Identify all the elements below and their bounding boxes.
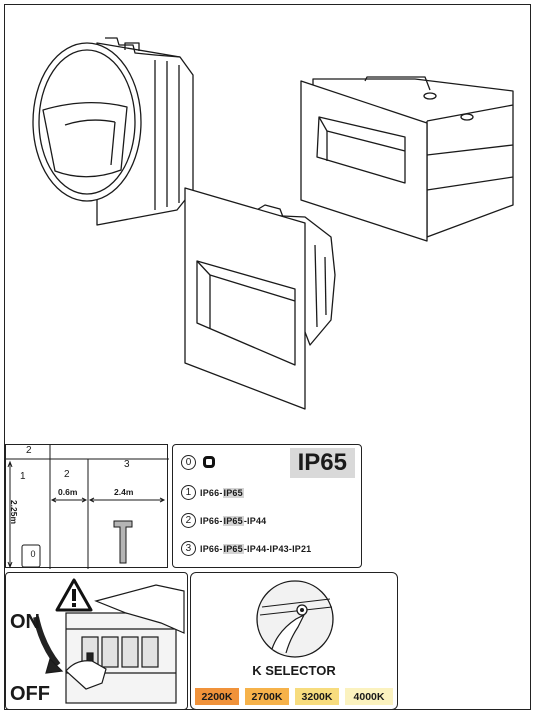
zone-2-top-label: 2 (26, 445, 32, 456)
bathroom-zones-diagram: 2 1 2 3 0 2.25m 0.6m 2.4m (5, 444, 169, 569)
temp-4000k-swatch: 4000K (345, 688, 393, 705)
square-wall-light-drawing (184, 187, 336, 410)
ip-rating-label: IP65 (289, 448, 355, 478)
width-near-measure: 0.6m (58, 487, 78, 497)
rectangular-wall-light-drawing (300, 76, 514, 242)
square-symbol-icon (203, 456, 215, 468)
round-wall-light-drawing (32, 37, 194, 226)
ip-rating-panel: 0 IP65 1 IP66-IP65 2 IP66-IP65-IP44 3 IP… (172, 444, 362, 568)
ip-row-1-number: 1 (181, 485, 196, 500)
zones-drawing (6, 445, 169, 569)
temp-2700k-swatch: 2700K (245, 688, 289, 705)
ip-row-1-highlight: IP65 (222, 487, 244, 498)
ip-row-3-highlight: IP65 (222, 543, 244, 554)
temp-2700k-label: 2700K (251, 690, 283, 703)
zone-3-label: 3 (124, 459, 130, 470)
ip-row-2-number: 2 (181, 513, 196, 528)
ip-row-2-prefix: IP66- (200, 515, 223, 526)
zone-0-badge: 0 (181, 455, 196, 470)
on-label: ON (10, 611, 40, 633)
height-measure: 2.25m (9, 499, 20, 525)
warning-triangle-icon (55, 578, 93, 612)
zone-0-label: 0 (30, 549, 36, 559)
temp-2200k-swatch: 2200K (195, 688, 239, 705)
ip-row-2: 2 IP66-IP65-IP44 (181, 513, 266, 528)
zone-1-label: 1 (20, 471, 26, 482)
ip-row-3: 3 IP66-IP65-IP44-IP43-IP21 (181, 541, 311, 556)
temp-2200k-label: 2200K (201, 690, 233, 703)
temp-3200k-swatch: 3200K (295, 688, 339, 705)
product-illustrations (32, 37, 514, 410)
ip-row-1: 1 IP66-IP65 (181, 485, 244, 500)
breaker-drawing (33, 584, 185, 704)
ip-row-3-prefix: IP66- (200, 543, 223, 554)
ip-row-2-suffix: -IP44 (243, 515, 267, 526)
ip-row-1-prefix: IP66- (200, 487, 223, 498)
temp-4000k-label: 4000K (353, 690, 385, 703)
ip-row-3-number: 3 (181, 541, 196, 556)
ip-row-2-highlight: IP65 (222, 515, 244, 526)
k-selector-panel: K SELECTOR 2200K 2700K 3200K 4000K (190, 572, 398, 710)
off-label: OFF (10, 683, 50, 705)
temp-3200k-label: 3200K (301, 690, 333, 703)
width-far-measure: 2.4m (114, 487, 134, 497)
ip-row-3-suffix: -IP44-IP43-IP21 (243, 543, 312, 554)
zone-2-side-label: 2 (64, 469, 70, 480)
power-off-warning-panel: ON OFF (5, 572, 188, 710)
k-selector-title: K SELECTOR (252, 663, 336, 678)
k-selector-detail-drawing (256, 580, 334, 658)
